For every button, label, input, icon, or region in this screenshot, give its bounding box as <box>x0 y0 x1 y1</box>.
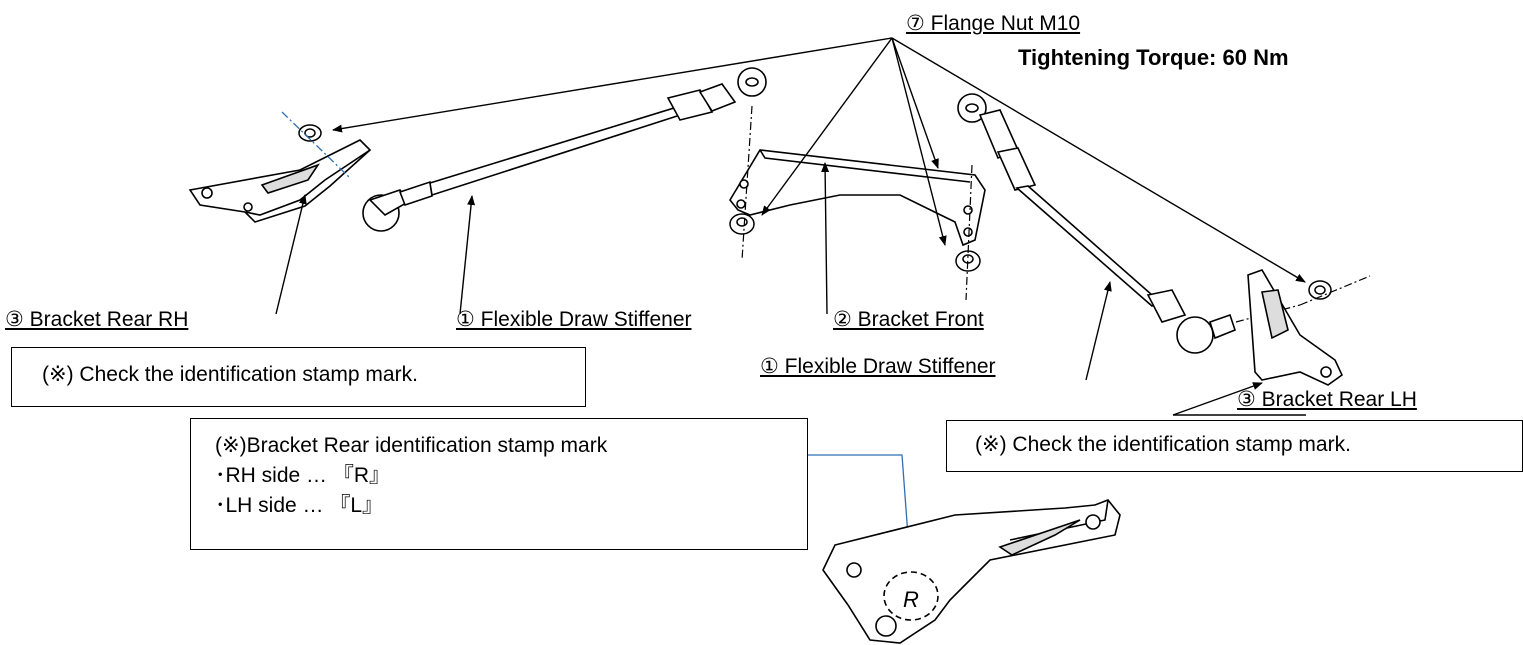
flexible-stiffener-1-part <box>362 67 767 232</box>
label-bracket-front: ② Bracket Front <box>833 308 984 331</box>
stamp-letter: R <box>903 587 919 612</box>
flange-nut-rh <box>298 124 322 142</box>
bracket-front-part <box>729 149 986 247</box>
note-text-left: (※) Check the identification stamp mark. <box>42 363 418 386</box>
axis-line-front-right <box>965 164 973 301</box>
flexible-stiffener-2-part <box>957 93 1236 354</box>
note-check-stamp-right: (※) Check the identification stamp mark. <box>946 420 1523 472</box>
note-check-stamp-left: (※) Check the identification stamp mark. <box>11 347 586 407</box>
label-flexible-stiffener-1: ① Flexible Draw Stiffener <box>456 308 692 331</box>
axis-line-front-left <box>741 105 753 261</box>
label-flexible-stiffener-2: ① Flexible Draw Stiffener <box>760 355 996 378</box>
axis-line-lh-nut <box>1299 275 1371 306</box>
bracket-detail-part <box>822 499 1121 644</box>
note-text-right: (※) Check the identification stamp mark. <box>975 433 1351 456</box>
label-flange-nut: ⑦ Flange Nut M10 <box>906 12 1081 35</box>
flange-nut-leaders <box>332 37 1306 283</box>
stamp-lh-line: ･LH side … 『L』 <box>215 494 384 517</box>
stamp-box-title: (※)Bracket Rear identification stamp mar… <box>215 434 608 457</box>
stamp-mark-box: (※)Bracket Rear identification stamp mar… <box>190 418 808 550</box>
flange-nut-front-left <box>729 213 755 235</box>
label-leaders <box>275 162 1306 416</box>
label-tightening-torque: Tightening Torque: 60 Nm <box>1018 45 1289 70</box>
label-bracket-rear-lh: ③ Bracket Rear LH <box>1237 388 1417 411</box>
bracket-rear-rh-part <box>188 139 372 223</box>
stamp-rh-line: ･RH side … 『R』 <box>215 464 391 487</box>
label-bracket-rear-rh: ③ Bracket Rear RH <box>5 308 189 331</box>
bracket-rear-lh-part <box>1247 269 1344 386</box>
